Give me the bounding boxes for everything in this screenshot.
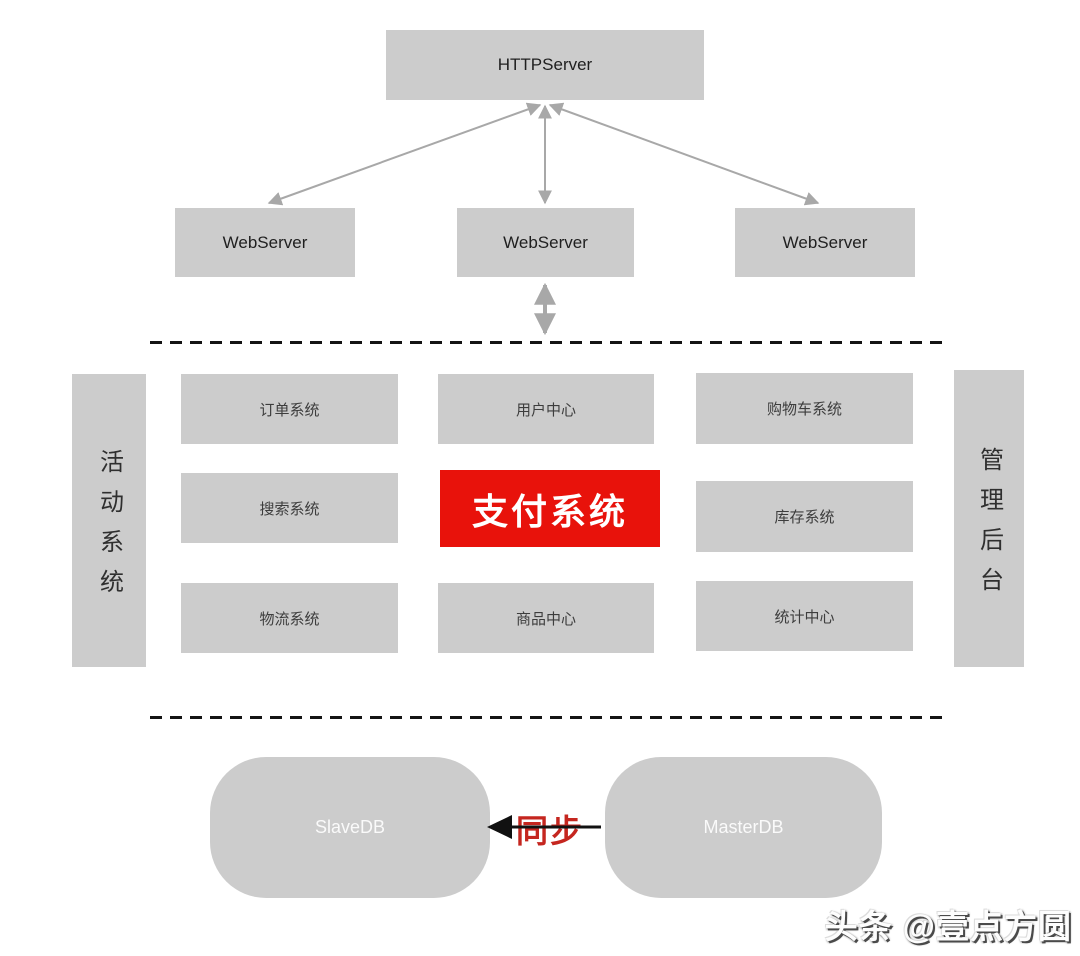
dashed-separator-bottom <box>150 716 950 719</box>
web-server-node-2: WebServer <box>457 208 634 277</box>
web-server-node-1: WebServer <box>175 208 355 277</box>
dashed-separator-top <box>150 341 950 344</box>
stock-system-node: 库存系统 <box>696 481 913 552</box>
http-server-node: HTTPServer <box>386 30 704 100</box>
slave-db-node: SlaveDB <box>210 757 490 898</box>
order-system-node: 订单系统 <box>181 374 398 444</box>
search-system-node: 搜索系统 <box>181 473 398 543</box>
activity-system-bar: 活动系统 <box>72 374 146 667</box>
stats-center-node: 统计中心 <box>696 581 913 651</box>
admin-backend-bar: 管理后台 <box>954 370 1024 667</box>
web-server-node-3: WebServer <box>735 208 915 277</box>
user-center-node: 用户中心 <box>438 374 654 444</box>
payment-system-node-highlighted: 支付系统 <box>440 470 660 547</box>
sync-label: 同步 <box>515 813 584 849</box>
arrow-http-web1 <box>267 102 542 206</box>
logistics-system-node: 物流系统 <box>181 583 398 653</box>
watermark-text: 头条 @壹点方圆 <box>824 908 1072 945</box>
arrow-http-web3 <box>548 102 820 206</box>
goods-center-node: 商品中心 <box>438 583 654 653</box>
cart-system-node: 购物车系统 <box>696 373 913 444</box>
master-db-node: MasterDB <box>605 757 882 898</box>
